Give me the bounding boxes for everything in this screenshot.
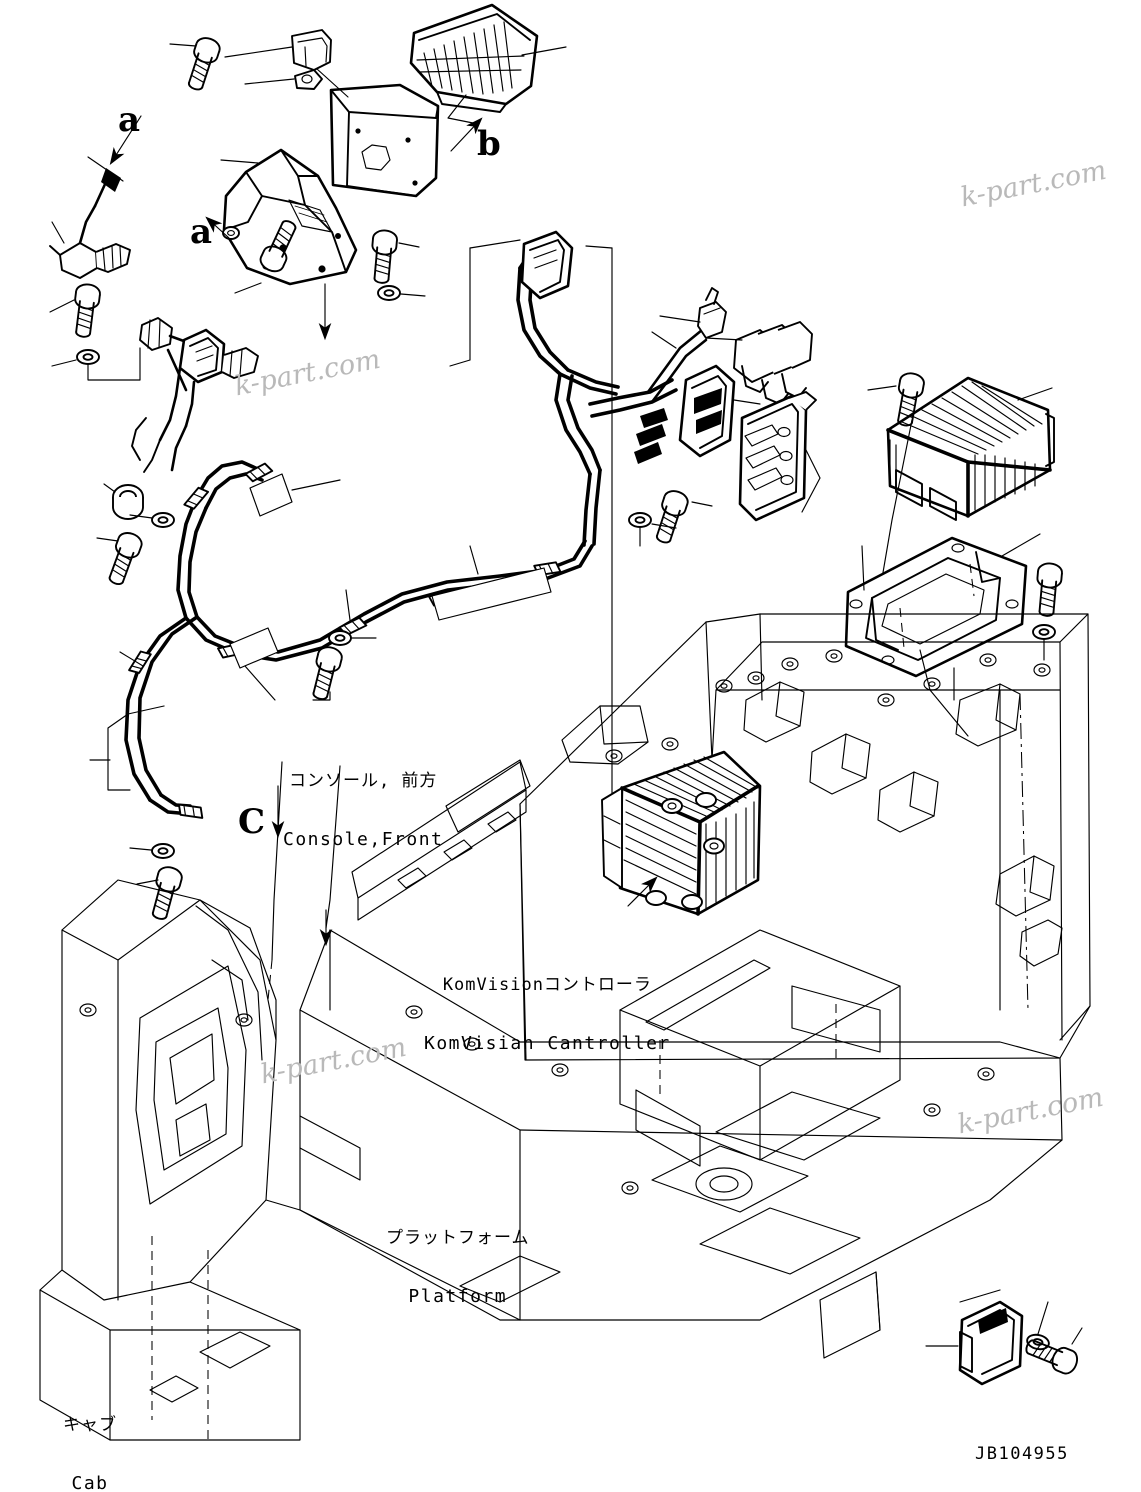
label-komvision-controller-en: KomVisian Cantroller <box>424 1032 671 1054</box>
harness-sleeve <box>229 627 279 669</box>
label-console-front-jp: コンソール, 前方 <box>288 770 438 791</box>
bolt-part <box>1021 1333 1082 1378</box>
bushing-left <box>112 484 144 520</box>
callout-b-grille: b <box>477 124 501 164</box>
drawing-number: JB104955 <box>975 1444 1069 1464</box>
pin-part <box>101 168 121 192</box>
clip-part-top <box>291 29 332 71</box>
washer-part <box>328 630 352 646</box>
harness-sleeve <box>249 473 293 517</box>
label-platform-jp: プラットフォーム <box>386 1227 530 1248</box>
inline-connector <box>697 287 727 339</box>
controller-module-right <box>886 376 1055 521</box>
bolt-part <box>306 643 345 703</box>
label-platform-en: Platform <box>408 1285 508 1307</box>
callout-a-bracket: a <box>190 212 213 252</box>
main-plug-connector <box>678 364 736 458</box>
bolt-part <box>650 487 691 547</box>
label-cab-en: Cab <box>71 1472 109 1492</box>
bolt-part <box>69 282 102 340</box>
controller-mount-plate <box>844 536 1028 678</box>
washer-part <box>151 843 175 859</box>
terminal-plate <box>738 391 817 522</box>
harness-clamp <box>176 803 205 819</box>
washer-part <box>1032 624 1056 640</box>
washer-part <box>76 349 100 365</box>
label-console-front-en: Console,Front <box>283 828 444 850</box>
cab-structure <box>39 879 301 1441</box>
ecu-module-bottom-right <box>958 1300 1024 1386</box>
bolt-part <box>102 528 146 589</box>
callout-c-console: C <box>238 802 266 842</box>
label-console-front: コンソール, 前方 Console,Front <box>283 733 443 888</box>
center-harness-connector <box>520 230 574 300</box>
washer-part <box>377 285 401 301</box>
washer-part <box>151 512 175 528</box>
bolt-part <box>146 863 185 923</box>
installed-komvision-controller <box>601 750 762 916</box>
washer-part <box>628 512 652 528</box>
harness-sleeve <box>431 567 552 621</box>
bolt-part <box>368 228 399 285</box>
cover-panel <box>329 83 440 198</box>
label-cab-jp: キャブ <box>63 1414 117 1435</box>
sensor-connector-left <box>49 180 131 279</box>
label-komvision-controller: KomVisionコントローラ KomVisian Cantroller <box>424 937 671 1092</box>
callout-a-upper-left: a <box>118 100 141 140</box>
machine-rear-frame <box>519 613 1091 1061</box>
bolt-part <box>1033 561 1064 618</box>
finned-grille-part <box>409 3 539 113</box>
label-platform: プラットフォーム Platform <box>386 1190 530 1345</box>
harness-left <box>131 317 259 473</box>
label-komvision-controller-jp: KomVisionコントローラ <box>442 974 652 995</box>
label-cab: キャブ Cab <box>63 1377 117 1492</box>
harness-connector-block <box>178 328 259 384</box>
grommet-top <box>294 69 323 90</box>
bolt-part <box>182 34 223 94</box>
relay-bank <box>733 321 813 405</box>
